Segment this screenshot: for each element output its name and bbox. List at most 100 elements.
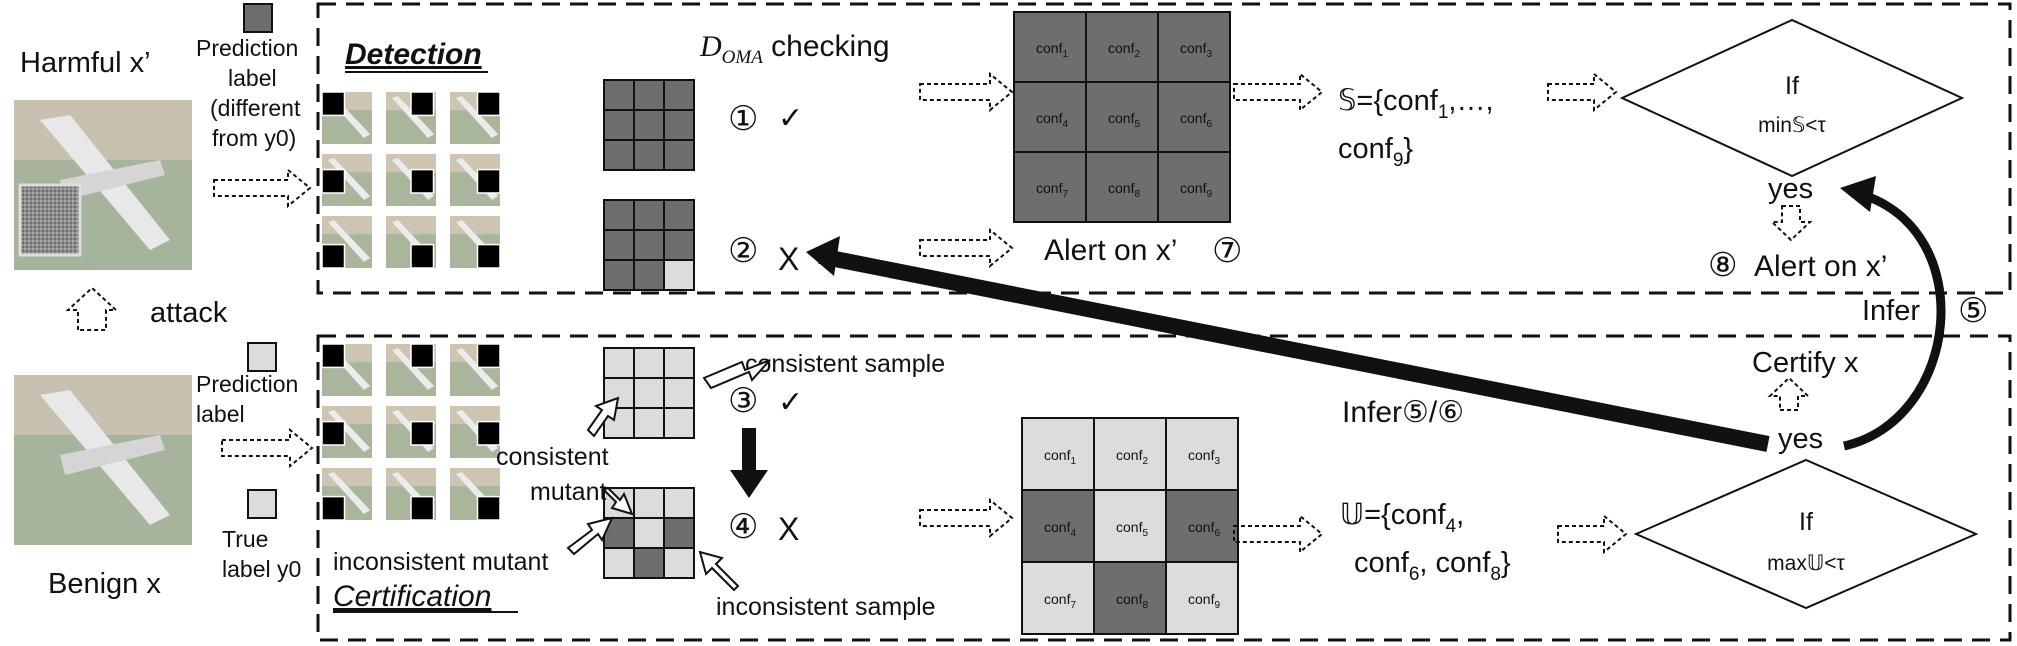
occlusion-square: [410, 168, 435, 194]
arrow-to-detection-matrix-icon: [919, 71, 1014, 113]
decision-diamond-min-s: [1619, 18, 1965, 178]
harmful-prediction-text: Prediction label (different from y0): [196, 35, 307, 151]
true-label-text: True label y0: [222, 526, 301, 582]
set-s-line2: conf9}: [1338, 133, 1413, 171]
det-conf-cell-label: conf8: [1108, 180, 1140, 200]
doma-checking-label: DOMA checking: [699, 30, 890, 68]
grid-cell: [633, 139, 665, 171]
grid-cell: [663, 199, 695, 231]
thumbnail-plane: [328, 410, 370, 452]
thumbnail-plane: [328, 158, 370, 200]
grid-cell: [663, 109, 695, 141]
harmful-prediction-square: [243, 3, 273, 33]
case-3-check-icon: ✓: [778, 386, 803, 419]
grid-cell: [603, 547, 635, 579]
cert-conf-cell-label: conf7: [1044, 591, 1076, 611]
grid-cell: [663, 517, 695, 549]
arrow-to-alert-icon: [919, 227, 1014, 269]
cert-conf-cell-label: conf5: [1116, 519, 1148, 539]
consistent-sample-arrow-icon: [702, 359, 771, 390]
set-u-line2: conf6, conf8}: [1354, 547, 1511, 585]
det-conf-cell-3: [1157, 11, 1231, 83]
occlusion-square: [476, 168, 501, 194]
grid-case-2: [603, 199, 695, 291]
grid-cell: [603, 199, 635, 231]
grid-cell: [633, 109, 665, 141]
cert-conf-cell-4: [1021, 489, 1095, 563]
benign-prediction-square: [247, 342, 277, 372]
harmful-image: [14, 100, 192, 270]
occlusion-square: [321, 420, 346, 446]
det-conf-cell-label: conf3: [1180, 40, 1212, 60]
inconsistent-mutant-label: inconsistent mutant: [333, 548, 548, 576]
case-2-cross-icon: X: [778, 241, 799, 277]
grid-cell: [633, 487, 665, 519]
det-conf-cell-1: [1013, 11, 1087, 83]
occlusion-square: [321, 91, 346, 117]
arrow-to-certification-matrix-icon: [919, 497, 1014, 539]
certification-infer-label: Infer⑤/⑥: [1342, 396, 1464, 429]
det-conf-cell-label: conf6: [1180, 110, 1212, 130]
diamond-s-if: If: [1785, 72, 1799, 100]
inconsistent-sample-arrow-icon: [698, 550, 740, 592]
grid-cell: [633, 347, 665, 379]
occlusion-square: [321, 343, 346, 369]
benign-image: [14, 375, 192, 545]
case-1-number: ①: [728, 100, 758, 138]
grid-cell: [633, 229, 665, 261]
det-conf-cell-7: [1013, 151, 1087, 223]
grid-case-3: [603, 347, 695, 439]
case-2-number: ②: [728, 232, 758, 270]
grid-cell: [663, 487, 695, 519]
decision-diamond-max-u: [1633, 458, 1979, 610]
final-alert-number: ⑧: [1708, 246, 1738, 283]
thumbnail-sky: [322, 468, 372, 487]
arrow-to-set-u-icon: [1233, 513, 1324, 555]
occlusion-square: [410, 495, 435, 521]
cert-conf-cell-9: [1165, 561, 1239, 635]
cert-conf-cell-label: conf1: [1044, 447, 1076, 467]
thumbnail-sky: [450, 468, 500, 487]
occlusion-square: [476, 243, 501, 269]
grid-case-1: [603, 79, 695, 171]
diamond-u-condition: max𝕌<τ: [1767, 552, 1845, 575]
case-4-cross-icon: X: [778, 511, 799, 547]
cert-conf-cell-label: conf9: [1188, 591, 1220, 611]
benign-label: Benign x: [48, 568, 161, 600]
case-4-number: ④: [728, 508, 758, 546]
arrow-to-diamond-s-icon: [1547, 71, 1618, 113]
attack-arrow-icon: [65, 286, 119, 331]
certify-x-label: Certify x: [1752, 347, 1859, 379]
grid-cell: [603, 139, 635, 171]
arrow-to-set-s-icon: [1233, 71, 1324, 113]
arrow-to-diamond-u-icon: [1557, 513, 1628, 555]
certification-title: Certification: [333, 580, 491, 613]
occlusion-square: [410, 343, 435, 369]
case-1-check-icon: ✓: [778, 102, 803, 135]
det-conf-cell-9: [1157, 151, 1231, 223]
occlusion-square: [321, 495, 346, 521]
detection-input-arrow-icon: [213, 167, 312, 209]
consistent-mutant-arrow-top-icon: [586, 396, 620, 438]
grid-cell: [633, 547, 665, 579]
cert-conf-cell-8: [1093, 561, 1167, 635]
consistent-mutant-label: consistent mutant: [496, 443, 616, 506]
detection-mutant-thumbnails: [321, 91, 501, 269]
cert-conf-cell-1: [1021, 417, 1095, 491]
inconsistent-sample-label: inconsistent sample: [716, 593, 936, 621]
yes-down-arrow-icon: [1769, 205, 1813, 242]
cert-conf-cell-label: conf6: [1188, 519, 1220, 539]
occlusion-square: [410, 243, 435, 269]
thumbnail-sky: [322, 216, 372, 235]
grid-cell: [663, 547, 695, 579]
diamond-u-if: If: [1799, 508, 1813, 536]
thumbnail-plane: [328, 220, 370, 262]
consistent-sample-label: consistent sample: [745, 350, 945, 378]
det-conf-cell-label: conf4: [1036, 110, 1068, 130]
occlusion-square: [476, 495, 501, 521]
grid-cell: [633, 259, 665, 291]
alert-step-number: ⑦: [1212, 232, 1242, 270]
consistent-mutant-arrow-bottom-icon: [602, 486, 634, 516]
det-conf-cell-6: [1157, 81, 1231, 153]
